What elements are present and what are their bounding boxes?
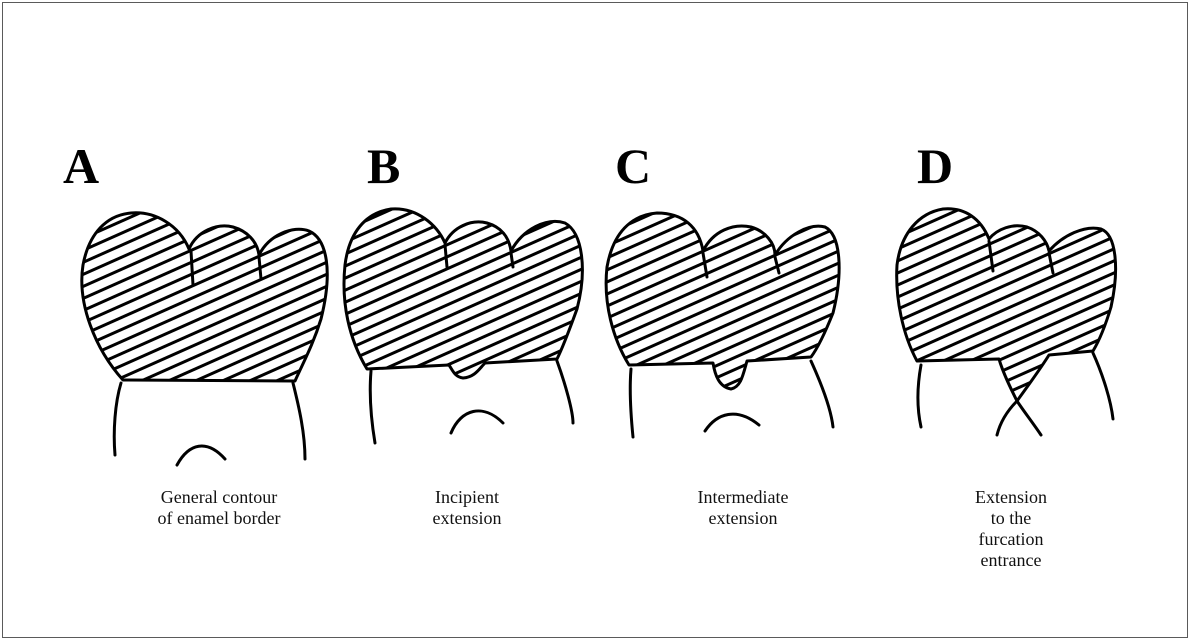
tooth-b-groove-1 [445, 245, 447, 267]
caption-b-line-1: Incipient [357, 487, 577, 508]
tooth-b-furcation-arch [451, 411, 503, 433]
tooth-a-groove-2 [259, 257, 261, 279]
tooth-a [82, 213, 327, 465]
caption-a-line-2: of enamel border [109, 508, 329, 529]
caption-a-line-1: General contour [109, 487, 329, 508]
caption-b-line-2: extension [357, 508, 577, 529]
caption-d-line-3: furcation [901, 529, 1121, 550]
tooth-a-root-left [114, 383, 121, 455]
tooth-c-root-right [811, 361, 833, 427]
tooth-c-root-left [630, 369, 633, 437]
caption-c-line-2: extension [633, 508, 853, 529]
caption-c-line-1: Intermediate [633, 487, 853, 508]
caption-d-line-1: Extension [901, 487, 1121, 508]
tooth-a-groove-1 [191, 251, 193, 285]
tooth-b [344, 209, 582, 443]
tooth-c-crown [606, 213, 839, 389]
caption-a: General contour of enamel border [109, 487, 329, 529]
tooth-a-root-right [293, 383, 305, 459]
caption-d-line-2: to the [901, 508, 1121, 529]
tooth-b-groove-2 [511, 253, 513, 267]
tooth-d-crown [897, 209, 1116, 401]
caption-c: Intermediate extension [633, 487, 853, 529]
tooth-b-root-left [370, 371, 375, 443]
tooth-a-crown [82, 213, 327, 381]
caption-d-line-4: entrance [901, 550, 1121, 571]
tooth-a-furcation-arch [177, 446, 225, 465]
tooth-b-crown [344, 209, 582, 378]
tooth-b-root-right [557, 361, 573, 423]
tooth-d-furcation-arch [997, 401, 1041, 435]
caption-b: Incipient extension [357, 487, 577, 529]
tooth-c-furcation-arch [705, 414, 759, 431]
caption-d: Extension to the furcation entrance [901, 487, 1121, 571]
tooth-d-root-left [918, 365, 921, 427]
tooth-d [897, 209, 1116, 435]
tooth-c [606, 213, 839, 437]
tooth-d-root-right [1093, 353, 1113, 419]
